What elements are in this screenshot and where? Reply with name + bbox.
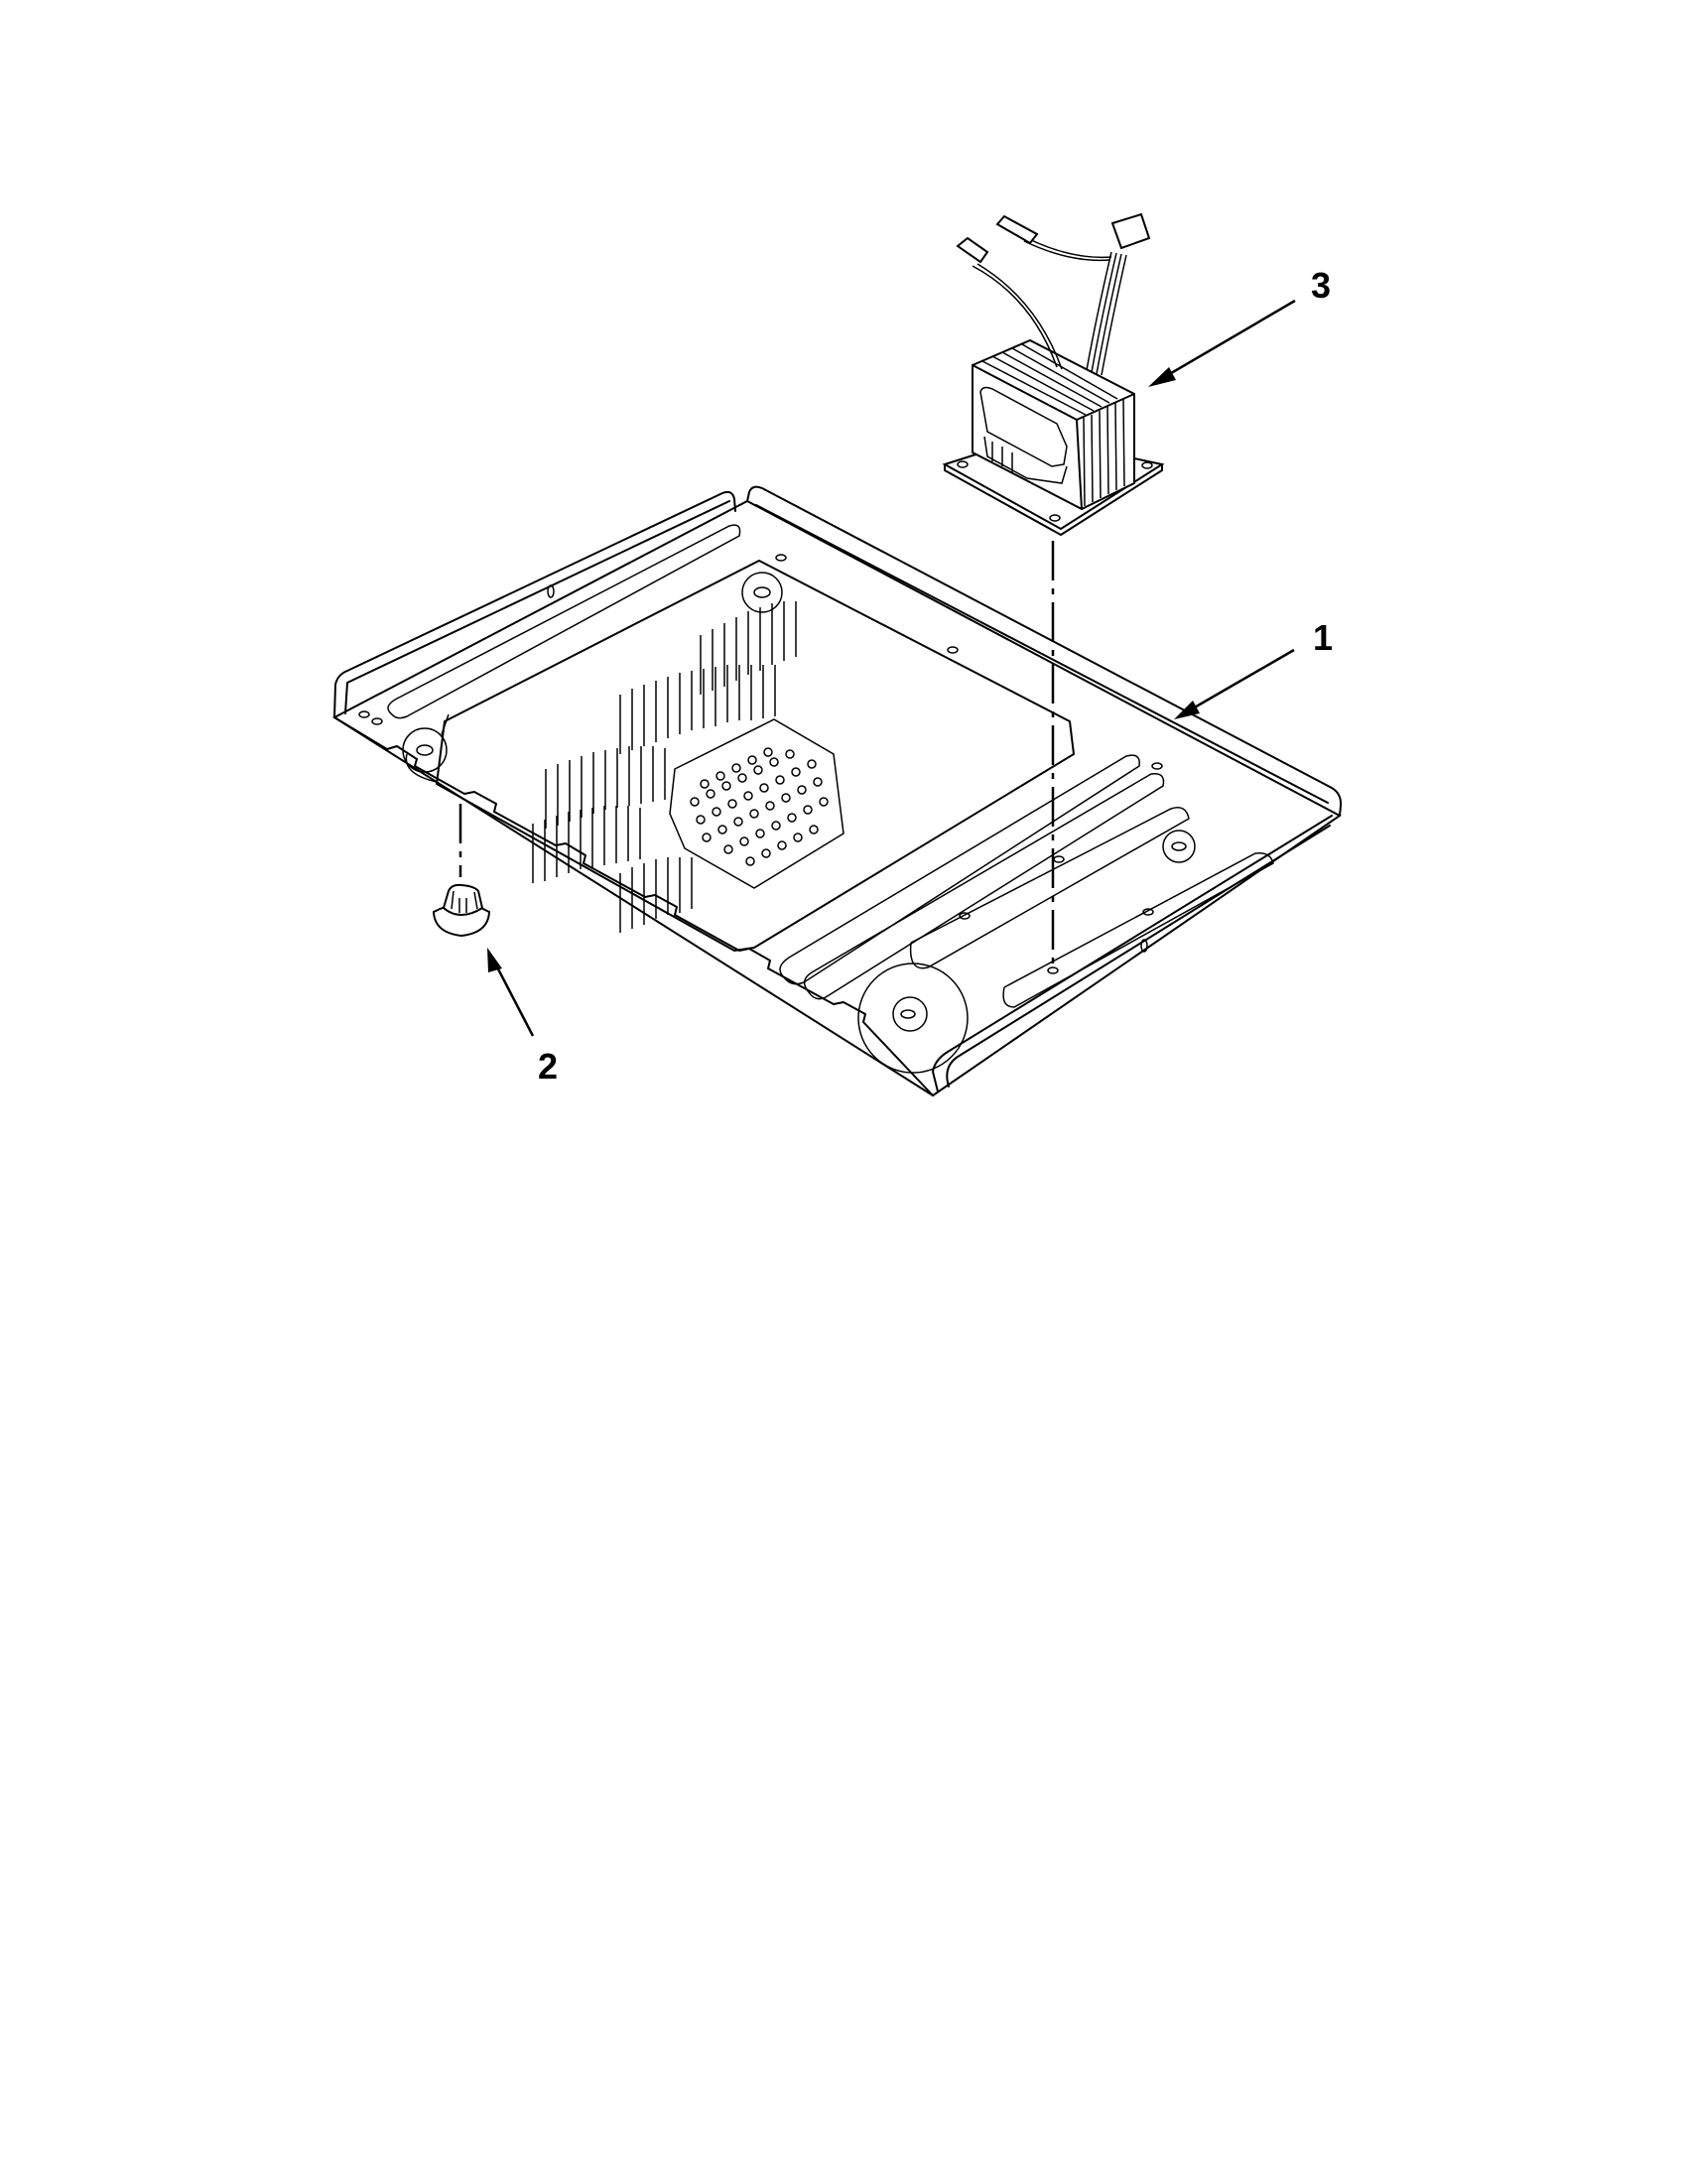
- perforated-grille: [669, 718, 844, 889]
- callout-number-3: 3: [1311, 265, 1332, 306]
- leader-arrow-2: [487, 948, 535, 1037]
- leader-arrow-1: [1174, 648, 1295, 719]
- foot: [432, 883, 491, 938]
- callout-number-2: 2: [538, 1046, 559, 1087]
- callout-number-1: 1: [1313, 617, 1334, 658]
- vent-louvres: [532, 601, 797, 933]
- transformer: [942, 212, 1165, 536]
- base-tray: [331, 485, 1343, 1097]
- leader-arrow-3: [1148, 299, 1296, 387]
